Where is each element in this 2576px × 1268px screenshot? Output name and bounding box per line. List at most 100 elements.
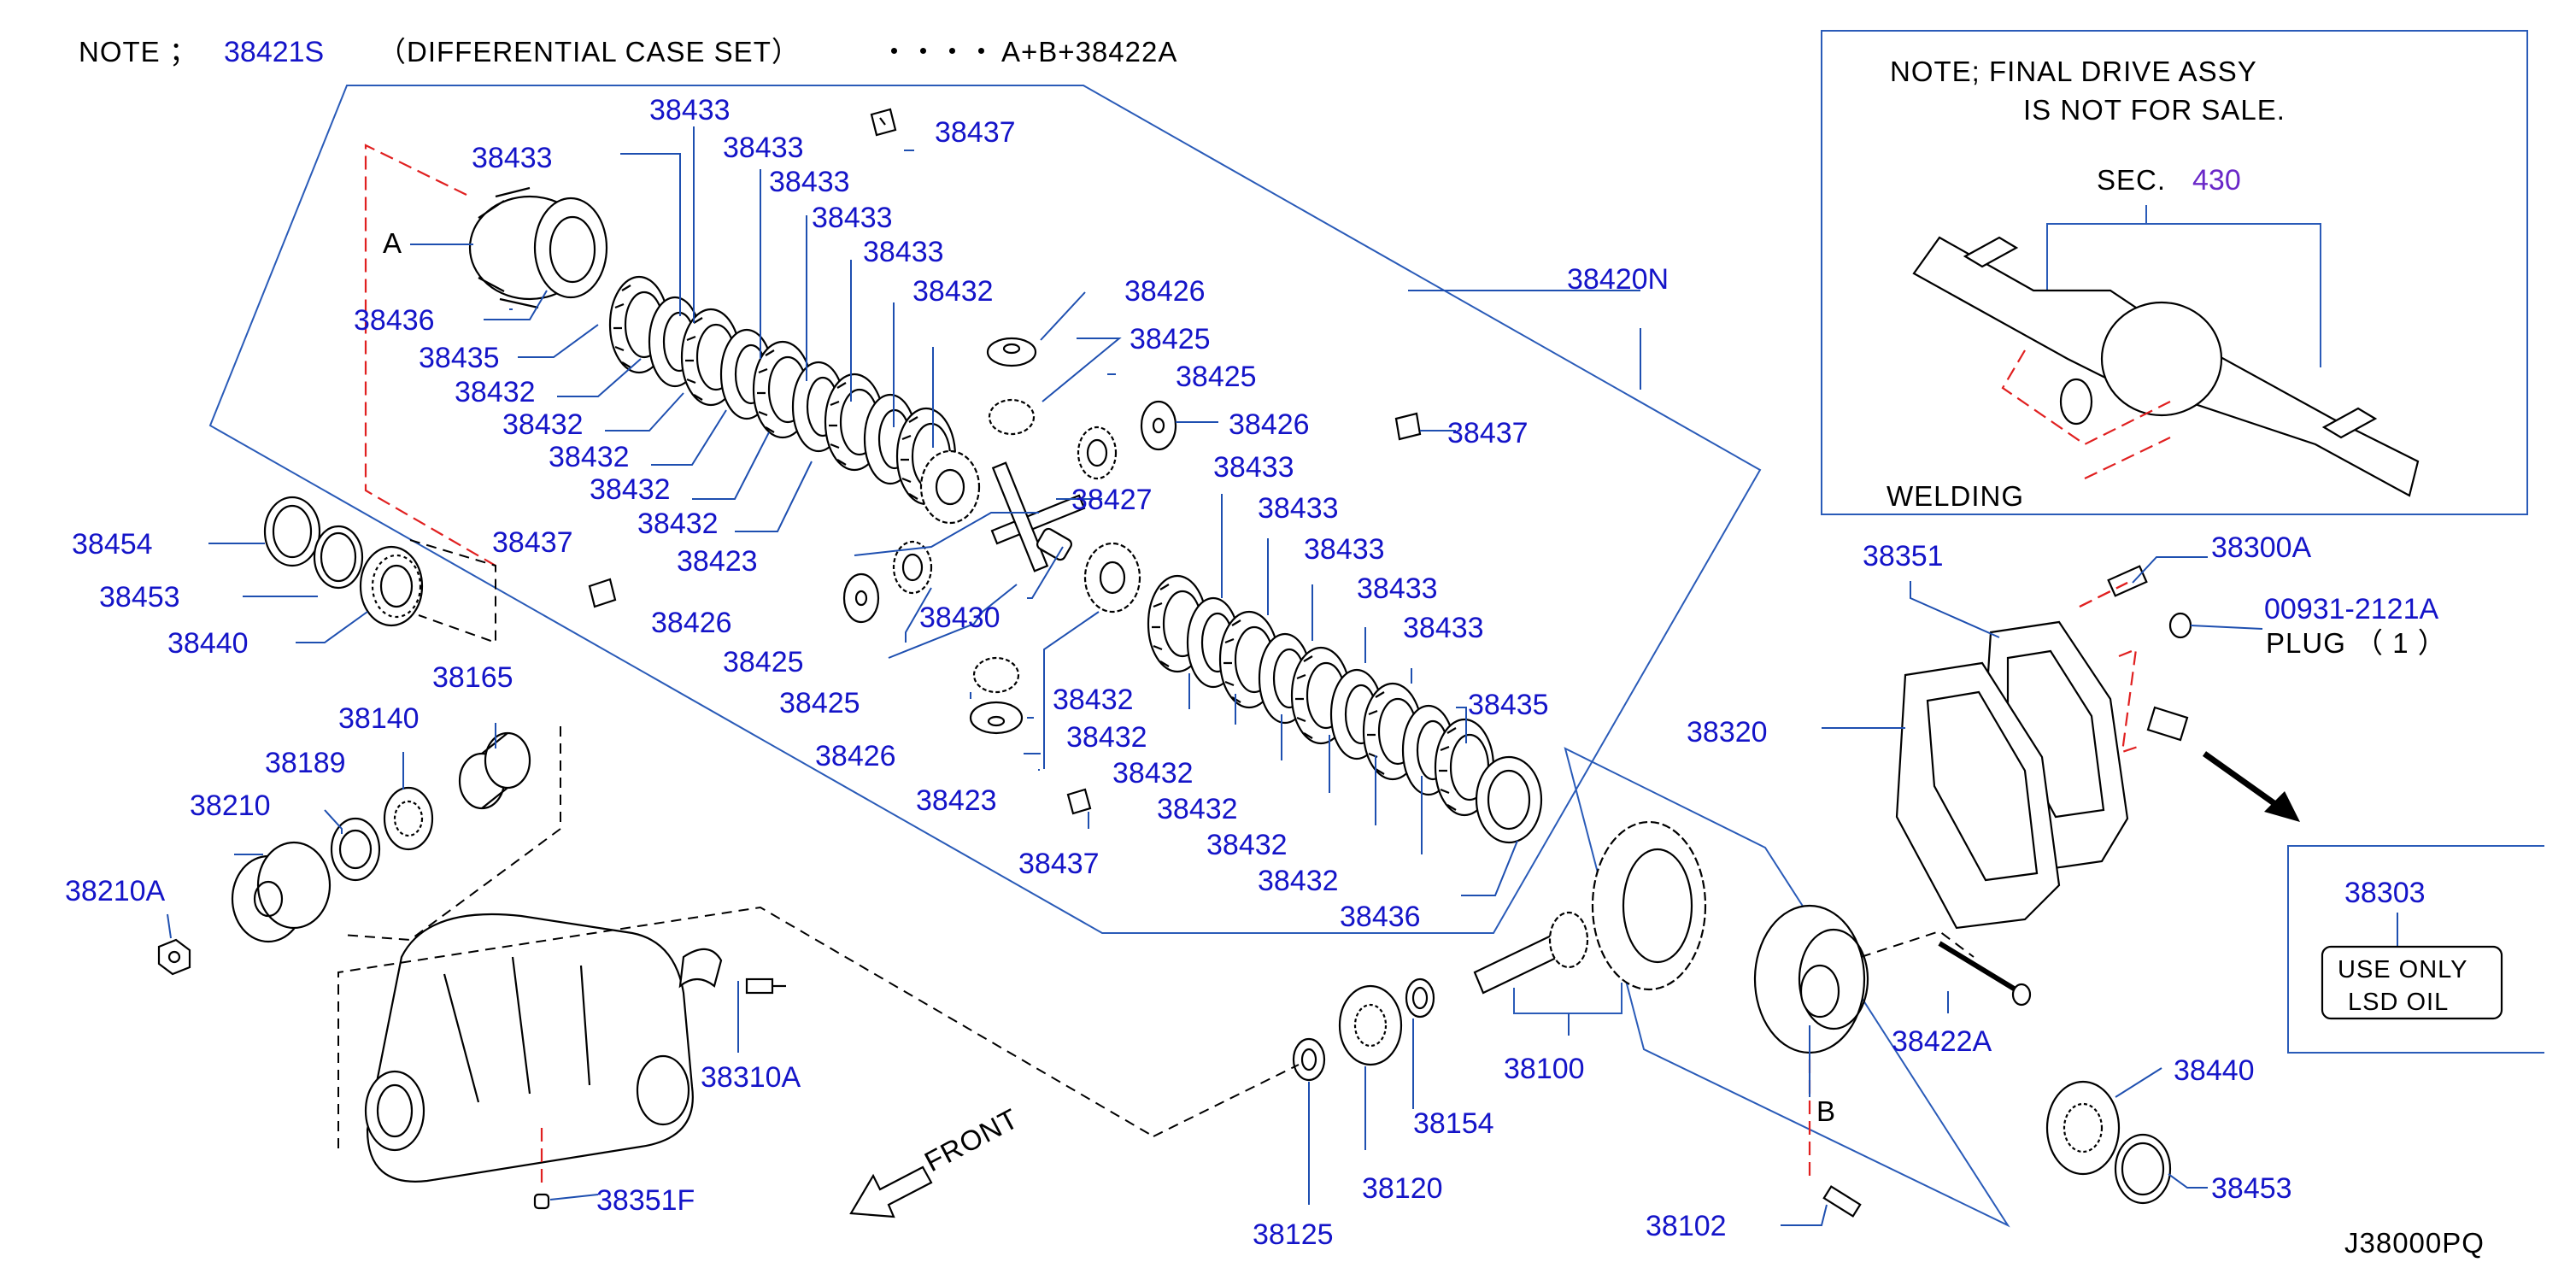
bolt-38310A bbox=[745, 977, 786, 995]
part-label-38432[interactable]: 38432 bbox=[502, 408, 584, 441]
part-label-38102[interactable]: 38102 bbox=[1646, 1210, 1727, 1242]
part-label-38440[interactable]: 38440 bbox=[167, 627, 249, 660]
washer-38125 bbox=[1292, 1037, 1326, 1082]
part-label-38433[interactable]: 38433 bbox=[649, 94, 731, 126]
clip-38437-top bbox=[870, 108, 897, 137]
bearing-38440-left bbox=[359, 545, 424, 627]
part-label-38140[interactable]: 38140 bbox=[338, 702, 420, 735]
front-arrow: FRONT bbox=[849, 1102, 1024, 1218]
part-label-38433[interactable]: 38433 bbox=[1304, 533, 1385, 566]
pinion-washer-lower bbox=[969, 701, 1024, 735]
header-note: NOTE ； 38421S （DIFFERENTIAL CASE SET） ・・… bbox=[79, 36, 1177, 68]
part-label-38430[interactable]: 38430 bbox=[919, 602, 1000, 634]
part-label-38351F[interactable]: 38351F bbox=[596, 1184, 695, 1217]
part-label-38437[interactable]: 38437 bbox=[492, 526, 573, 559]
part-label-38433[interactable]: 38433 bbox=[723, 132, 804, 164]
bearing-38440-right bbox=[2045, 1080, 2121, 1176]
part-label-38433[interactable]: 38433 bbox=[1258, 492, 1339, 525]
thrust-block bbox=[1036, 527, 1072, 561]
part-label-38432[interactable]: 38432 bbox=[637, 508, 719, 540]
part-label-38426[interactable]: 38426 bbox=[651, 607, 732, 639]
part-label-38436[interactable]: 38436 bbox=[354, 304, 435, 337]
sec-number-430[interactable]: 430 bbox=[2192, 164, 2241, 197]
part-label-38420N[interactable]: 38420N bbox=[1567, 263, 1669, 296]
flange-nut-38210A bbox=[157, 938, 191, 976]
marker-a: A bbox=[383, 227, 402, 259]
shim-38453-right bbox=[2114, 1133, 2172, 1205]
clip-38437-right bbox=[1394, 412, 1422, 441]
part-label-38423[interactable]: 38423 bbox=[677, 545, 758, 578]
part-label-38320[interactable]: 38320 bbox=[1687, 716, 1768, 748]
part-label-38120[interactable]: 38120 bbox=[1362, 1172, 1443, 1205]
part-label-38432[interactable]: 38432 bbox=[549, 441, 630, 473]
final-drive-inset: NOTE; FINAL DRIVE ASSY IS NOT FOR SALE. … bbox=[1887, 56, 2420, 512]
part-label-38433[interactable]: 38433 bbox=[863, 236, 944, 268]
part-label-38432[interactable]: 38432 bbox=[1053, 684, 1134, 716]
clip-38437-left bbox=[588, 578, 617, 608]
part-label-38432[interactable]: 38432 bbox=[1112, 757, 1194, 790]
part-label-38427[interactable]: 38427 bbox=[1071, 484, 1153, 516]
plug-label: PLUG （ 1 ） bbox=[2266, 627, 2447, 659]
part-label-38454[interactable]: 38454 bbox=[72, 528, 153, 561]
part-label-38433[interactable]: 38433 bbox=[472, 142, 553, 174]
front-label: FRONT bbox=[919, 1102, 1024, 1177]
part-label-38437[interactable]: 38437 bbox=[1447, 417, 1529, 449]
part-label-38189[interactable]: 38189 bbox=[265, 747, 346, 779]
part-label-38303[interactable]: 38303 bbox=[2344, 877, 2426, 909]
part-label-38210A[interactable]: 38210A bbox=[65, 875, 166, 907]
part-label-38310A[interactable]: 38310A bbox=[701, 1061, 801, 1094]
part-label-38435[interactable]: 38435 bbox=[419, 342, 500, 374]
drive-pinion-38100 bbox=[1473, 911, 1589, 995]
bolt-38102 bbox=[1822, 1185, 1862, 1218]
part-label-38453[interactable]: 38453 bbox=[99, 581, 180, 613]
part-label-38423[interactable]: 38423 bbox=[916, 784, 997, 817]
part-label-38437[interactable]: 38437 bbox=[935, 116, 1016, 149]
part-label-38432[interactable]: 38432 bbox=[1258, 865, 1339, 897]
part-label-38300A[interactable]: 38300A bbox=[2211, 531, 2312, 564]
part-label-38435[interactable]: 38435 bbox=[1468, 689, 1549, 721]
part-label-38125[interactable]: 38125 bbox=[1253, 1218, 1334, 1251]
part-label-38432[interactable]: 38432 bbox=[1206, 829, 1288, 861]
part-label-38433[interactable]: 38433 bbox=[1213, 451, 1294, 484]
part-label-38154[interactable]: 38154 bbox=[1413, 1107, 1494, 1140]
pinion-washer-left bbox=[842, 572, 880, 624]
oil-line2: LSD OIL bbox=[2348, 989, 2449, 1016]
inset-note-line1: NOTE; FINAL DRIVE ASSY bbox=[1890, 56, 2257, 87]
part-label-38432[interactable]: 38432 bbox=[912, 275, 994, 308]
left-bearing-dashed bbox=[409, 539, 496, 644]
part-label-38425[interactable]: 38425 bbox=[1130, 323, 1211, 355]
part-label-38422A[interactable]: 38422A bbox=[1892, 1025, 1992, 1058]
part-label-38425[interactable]: 38425 bbox=[1176, 361, 1257, 393]
part-label-38433[interactable]: 38433 bbox=[1357, 572, 1438, 605]
part-label-38433[interactable]: 38433 bbox=[769, 166, 850, 198]
part-label-38440[interactable]: 38440 bbox=[2174, 1054, 2255, 1087]
part-label-00931-2121A[interactable]: 00931-2121A bbox=[2264, 593, 2439, 625]
part-label-38425[interactable]: 38425 bbox=[779, 687, 860, 719]
part-label-38437[interactable]: 38437 bbox=[1018, 848, 1100, 880]
companion-flange-38210 bbox=[231, 841, 332, 943]
part-label-38351[interactable]: 38351 bbox=[1863, 540, 1944, 572]
part-label-38432[interactable]: 38432 bbox=[1066, 721, 1147, 754]
part-label-38421S[interactable]: 38421S bbox=[224, 36, 324, 68]
part-label-38426[interactable]: 38426 bbox=[1229, 408, 1310, 441]
lsd-oil-callout bbox=[2321, 945, 2503, 1020]
part-label-38433[interactable]: 38433 bbox=[812, 202, 893, 234]
housing-dashed-outline bbox=[337, 906, 1154, 1148]
part-label-38165[interactable]: 38165 bbox=[432, 661, 513, 694]
part-label-38426[interactable]: 38426 bbox=[1124, 275, 1206, 308]
part-label-38432[interactable]: 38432 bbox=[590, 473, 671, 506]
part-label-38432[interactable]: 38432 bbox=[1157, 793, 1238, 825]
drawing-id: J38000PQ bbox=[2344, 1227, 2485, 1259]
pinion-gear-right bbox=[1077, 426, 1118, 480]
bushing-38165 bbox=[458, 731, 531, 810]
part-label-38436[interactable]: 38436 bbox=[1340, 901, 1421, 933]
part-label-38432[interactable]: 38432 bbox=[455, 376, 536, 408]
part-label-38210[interactable]: 38210 bbox=[190, 790, 271, 822]
part-label-38433[interactable]: 38433 bbox=[1403, 612, 1484, 644]
part-label-38425[interactable]: 38425 bbox=[723, 646, 804, 678]
sec-prefix: SEC. bbox=[2097, 164, 2166, 196]
part-label-38100[interactable]: 38100 bbox=[1504, 1053, 1585, 1085]
part-label-38426[interactable]: 38426 bbox=[815, 740, 896, 772]
part-label-38453[interactable]: 38453 bbox=[2211, 1172, 2292, 1205]
